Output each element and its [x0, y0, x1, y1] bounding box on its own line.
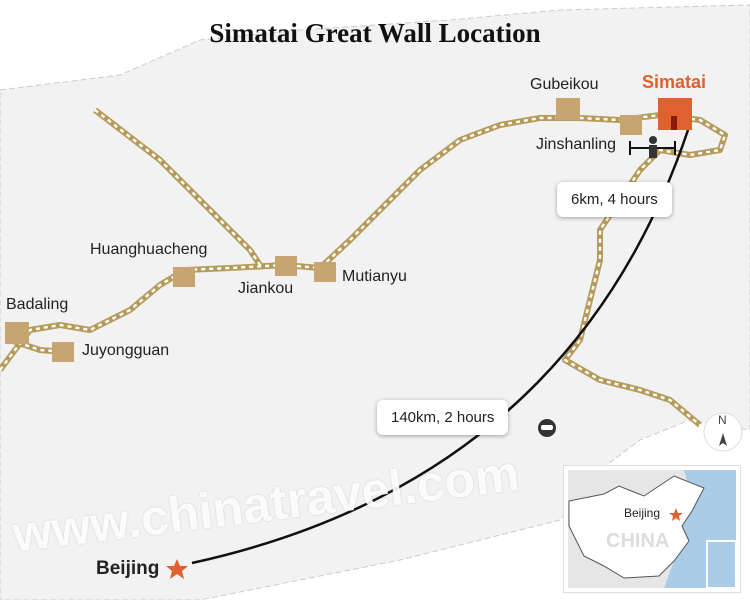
label-badaling: Badaling — [6, 296, 69, 313]
label-huanghuacheng: Huanghuacheng — [90, 241, 208, 258]
tower-icon — [620, 115, 642, 135]
tower-icon — [52, 342, 74, 362]
inset-label-china: CHINA — [606, 530, 670, 552]
label-juyongguan: Juyongguan — [82, 342, 170, 359]
label-simatai: Simatai — [642, 72, 707, 92]
inset-label-beijing: Beijing — [624, 506, 661, 520]
hike-callout: 6km, 4 hours — [557, 182, 672, 217]
hiker-icon — [649, 136, 657, 158]
label-jinshanling: Jinshanling — [536, 136, 617, 153]
compass-icon — [703, 412, 743, 452]
compass-label: N — [718, 413, 727, 427]
tower-icon — [5, 322, 29, 344]
car-icon — [538, 419, 556, 437]
tower-icon — [314, 262, 336, 282]
drive-callout: 140km, 2 hours — [377, 400, 509, 435]
label-beijing: Beijing — [96, 558, 160, 579]
tower-icon — [275, 256, 297, 276]
tower-icon — [173, 267, 195, 287]
simatai-tower-icon — [658, 98, 692, 130]
tower-icons — [5, 98, 642, 362]
china-inset-map: Beijing CHINA — [563, 465, 741, 593]
tower-icon — [556, 98, 580, 120]
beijing-star-icon — [166, 559, 188, 579]
label-mutianyu: Mutianyu — [342, 268, 407, 285]
map-title: Simatai Great Wall Location — [209, 18, 541, 48]
label-gubeikou: Gubeikou — [530, 76, 599, 93]
label-jiankou: Jiankou — [238, 280, 294, 297]
inset-map-graphic — [568, 470, 737, 589]
